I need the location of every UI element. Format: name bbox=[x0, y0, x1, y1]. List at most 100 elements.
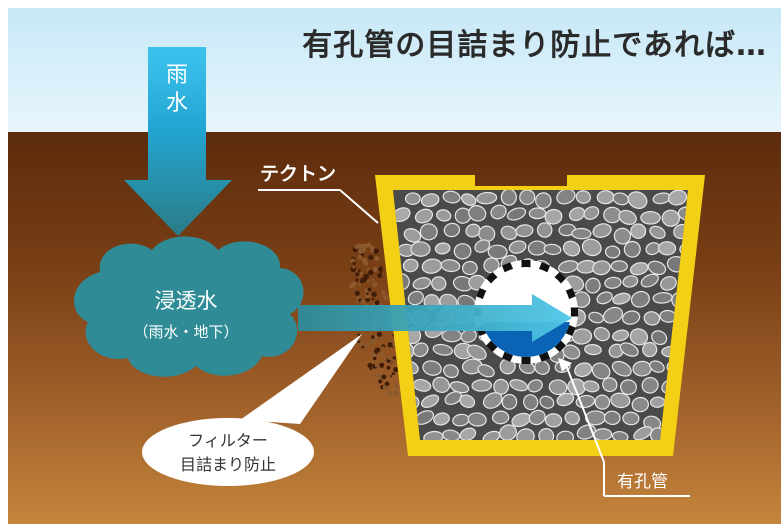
filter-particle bbox=[388, 357, 391, 361]
gravel-stone bbox=[642, 341, 658, 358]
rain-label-char-2: 水 bbox=[166, 91, 188, 116]
gravel-stone bbox=[442, 190, 461, 204]
gravel-stone bbox=[444, 391, 463, 406]
gravel-stone bbox=[539, 395, 555, 409]
gravel-stone bbox=[596, 291, 613, 305]
gravel-stone bbox=[571, 328, 593, 345]
pipe-perforation bbox=[521, 356, 531, 364]
pipe-perforation bbox=[486, 339, 499, 352]
gravel-stone bbox=[515, 224, 534, 238]
gravel-stone bbox=[592, 223, 612, 238]
gravel-stone bbox=[582, 380, 600, 393]
gravel-stone bbox=[500, 190, 517, 206]
gravel-stone bbox=[602, 377, 618, 393]
gravel-stone bbox=[516, 428, 535, 440]
filter-label-line1: フィルター bbox=[188, 431, 268, 450]
filter-particle bbox=[368, 255, 374, 260]
gravel-stone bbox=[412, 277, 431, 290]
filter-particle bbox=[357, 255, 363, 260]
gravel-stone bbox=[593, 428, 613, 440]
filter-particle bbox=[350, 266, 356, 272]
gravel-stone bbox=[443, 222, 461, 238]
gravel-stone bbox=[629, 328, 649, 346]
filter-particle bbox=[370, 245, 375, 250]
gravel-stone bbox=[603, 410, 621, 426]
filter-particle bbox=[371, 352, 376, 357]
gravel-stone bbox=[482, 392, 503, 409]
filter-particle bbox=[382, 385, 388, 390]
flow-arrow bbox=[298, 294, 572, 342]
gravel-stone bbox=[640, 273, 659, 288]
gravel-stone bbox=[461, 260, 478, 276]
gravel-stone bbox=[493, 378, 509, 395]
filter-particle bbox=[354, 290, 360, 296]
gravel-stone bbox=[538, 428, 555, 440]
filter-particle bbox=[372, 282, 378, 288]
gravel-stone bbox=[556, 430, 575, 440]
gravel-stone bbox=[434, 242, 451, 255]
gravel-stone bbox=[619, 379, 637, 396]
gravel-stone bbox=[509, 379, 529, 392]
gravel-stone bbox=[612, 329, 629, 342]
filter-particle bbox=[392, 356, 396, 360]
filter-particle bbox=[365, 342, 370, 347]
gravel-stone bbox=[591, 362, 611, 380]
gravel-stone bbox=[575, 190, 592, 204]
tekton-pointer-line bbox=[339, 189, 379, 224]
gravel-stone bbox=[568, 207, 586, 222]
gravel-stone bbox=[422, 360, 442, 376]
gravel-stone bbox=[499, 424, 517, 440]
gravel-stone bbox=[523, 394, 539, 411]
filter-particle bbox=[368, 269, 374, 276]
pipe-perforation bbox=[486, 272, 499, 285]
gravel-stone bbox=[610, 392, 631, 409]
gravel-stone bbox=[562, 344, 581, 360]
filter-particle bbox=[381, 351, 385, 355]
gravel-stone bbox=[527, 240, 547, 256]
filter-particle bbox=[393, 366, 399, 373]
filter-particle bbox=[374, 300, 380, 306]
gravel-stone bbox=[419, 223, 438, 241]
gravel-stone bbox=[543, 243, 562, 256]
gravel-stone bbox=[528, 409, 546, 426]
tekton-label: テクトン bbox=[260, 163, 336, 185]
gravel-stone bbox=[528, 207, 547, 220]
gravel-stone bbox=[477, 364, 495, 378]
gravel-stone bbox=[527, 379, 543, 393]
filter-particle bbox=[373, 248, 379, 254]
filter-particle bbox=[372, 356, 377, 361]
filter-particle bbox=[360, 299, 366, 305]
gravel-stone bbox=[574, 362, 593, 378]
gravel-stone bbox=[649, 225, 666, 239]
gravel-stone bbox=[643, 311, 661, 326]
gravel-stone bbox=[440, 259, 461, 273]
gravel-stone bbox=[476, 191, 498, 205]
gravel-stone bbox=[661, 209, 681, 227]
seepage-cloud bbox=[74, 236, 304, 377]
gravel-stone bbox=[467, 412, 487, 427]
filter-particle bbox=[394, 383, 398, 387]
gravel-stone bbox=[593, 326, 610, 342]
gravel-stone bbox=[660, 276, 677, 291]
filter-particle bbox=[371, 335, 375, 339]
gravel-stone bbox=[632, 360, 652, 377]
gravel-stone bbox=[680, 410, 688, 424]
gravel-stone bbox=[594, 394, 611, 410]
gravel-stone bbox=[622, 275, 639, 288]
gravel-stone bbox=[459, 394, 476, 409]
filter-particle bbox=[358, 341, 364, 347]
gravel-stone bbox=[630, 290, 650, 308]
pipe-pointer-head bbox=[558, 358, 572, 372]
gravel-stone bbox=[412, 342, 429, 358]
filter-particle bbox=[386, 365, 391, 370]
rain-label-char-1: 雨 bbox=[166, 63, 188, 88]
filter-particle bbox=[391, 372, 395, 375]
filter-callout-bubble bbox=[142, 334, 362, 486]
gravel-stone bbox=[465, 223, 481, 238]
gravel-stone bbox=[640, 211, 661, 225]
filter-particle bbox=[364, 243, 369, 248]
gravel-stone bbox=[460, 193, 477, 206]
filter-particle bbox=[380, 270, 383, 274]
filter-particle bbox=[362, 277, 365, 281]
filter-particle bbox=[369, 367, 373, 371]
